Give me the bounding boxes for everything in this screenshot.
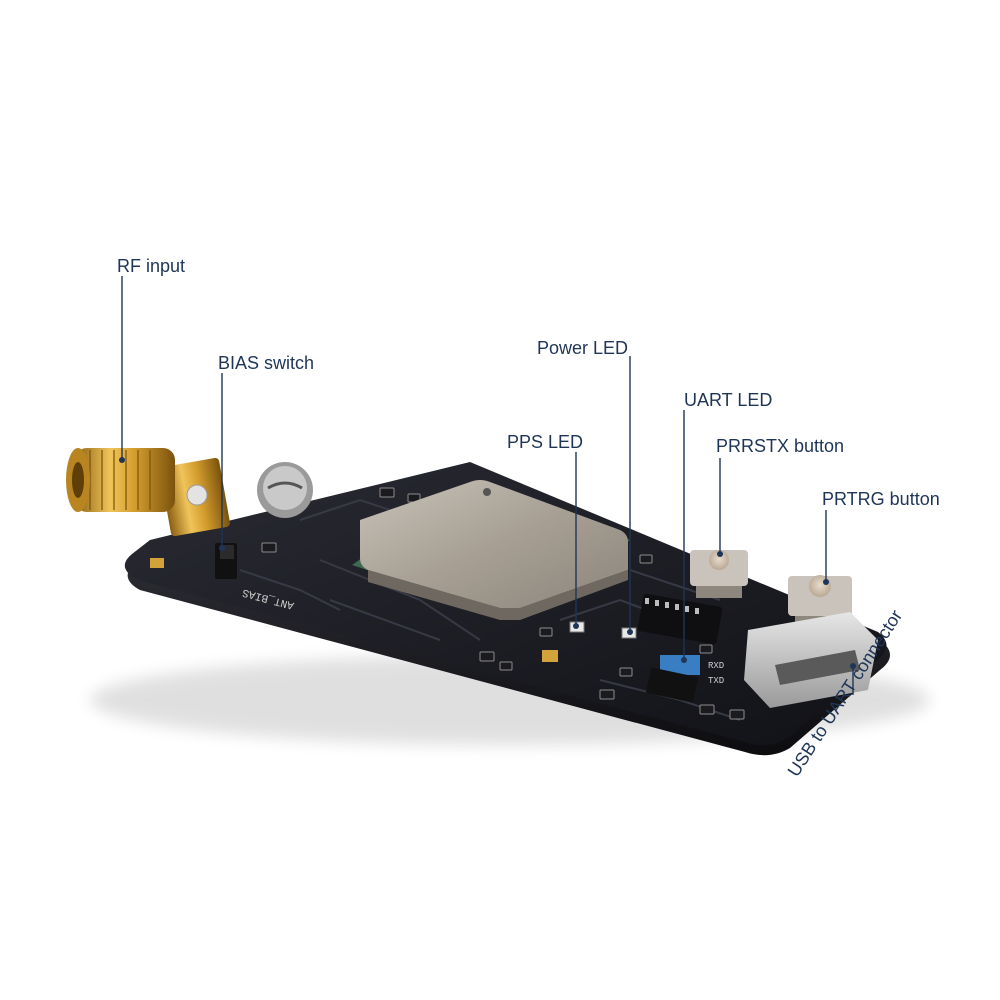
callout-power-led: Power LED	[537, 338, 633, 635]
callout-label-uart-led: UART LED	[684, 390, 772, 410]
silkscreen-txd: TXD	[708, 676, 724, 686]
callout-rf-input: RF input	[117, 256, 185, 463]
callout-prtrg-button: PRTRG button	[822, 489, 940, 585]
callout-pps-led: PPS LED	[507, 432, 583, 629]
uart-ic	[637, 593, 723, 645]
gnss-module	[352, 480, 630, 620]
gold-pad	[542, 650, 558, 662]
usb-connector	[744, 612, 878, 708]
callout-label-prrstx-button: PRRSTX button	[716, 436, 844, 456]
bias-switch[interactable]	[215, 543, 237, 579]
sma-connector	[66, 448, 230, 537]
callout-prrstx-button: PRRSTX button	[716, 436, 844, 557]
prrstx-button[interactable]	[690, 550, 748, 598]
uart-led	[660, 655, 700, 675]
silkscreen-rxd: RXD	[708, 661, 724, 671]
callout-label-pps-led: PPS LED	[507, 432, 583, 452]
regulator	[646, 667, 698, 703]
callout-label-power-led: Power LED	[537, 338, 628, 358]
callout-label-bias-switch: BIAS switch	[218, 353, 314, 373]
callout-label-rf-input: RF input	[117, 256, 185, 276]
callout-bias-switch: BIAS switch	[218, 353, 314, 551]
callout-label-prtrg-button: PRTRG button	[822, 489, 940, 509]
gold-pad	[150, 558, 164, 568]
coin-cell	[257, 462, 313, 518]
callout-uart-led: UART LED	[681, 390, 772, 663]
